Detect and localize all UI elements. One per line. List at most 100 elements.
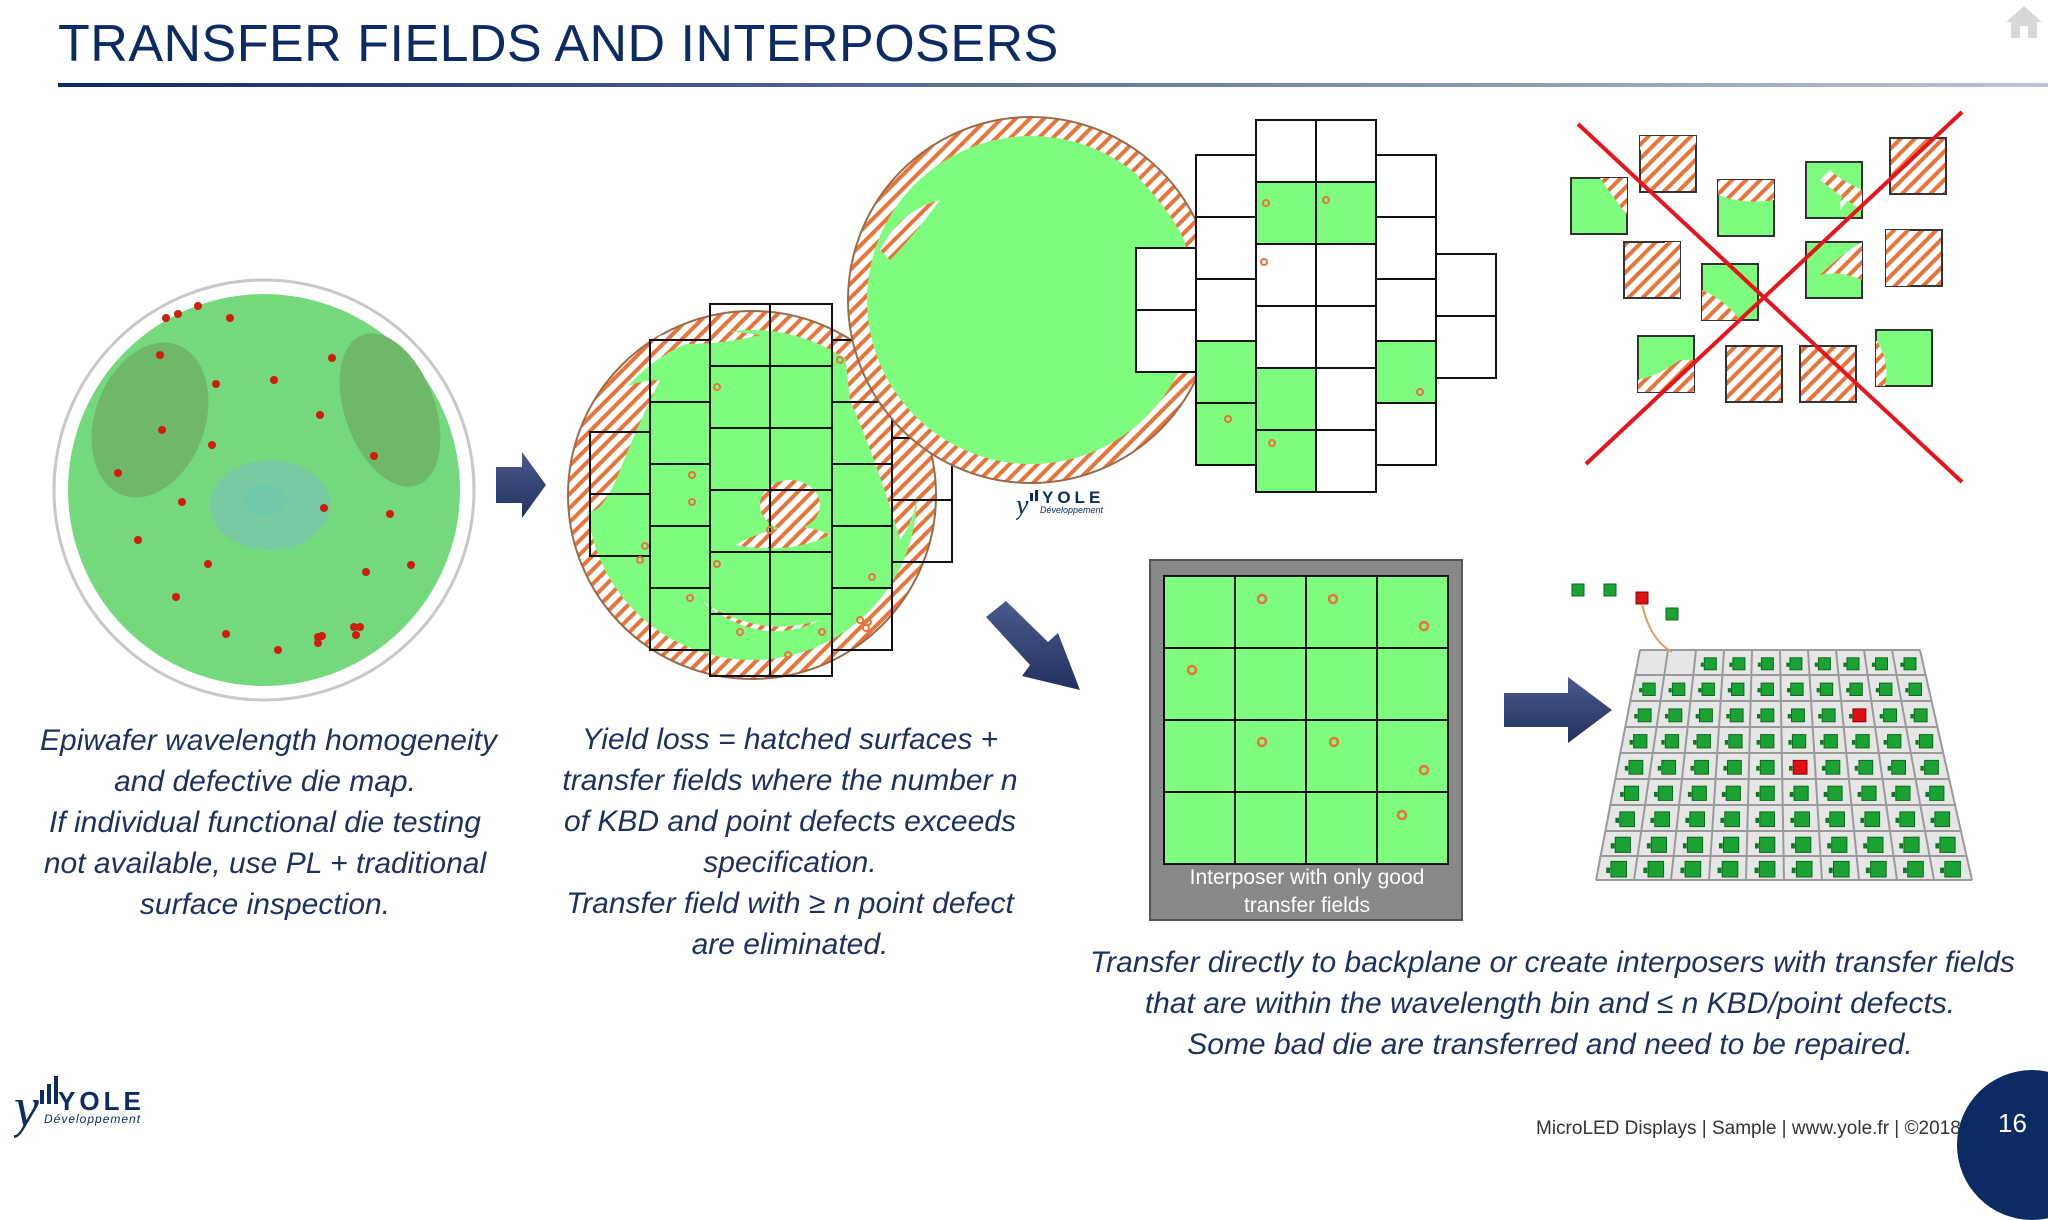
backplane-die-pad xyxy=(1900,662,1904,667)
backplane-die-pad xyxy=(1606,867,1611,874)
backplane-die xyxy=(1891,759,1906,775)
backplane-die-pad xyxy=(1620,791,1624,797)
backplane-die xyxy=(1870,860,1887,878)
backplane-die xyxy=(1846,657,1860,671)
yole-logo-icon: y xyxy=(14,1076,58,1139)
backplane-die-pad xyxy=(1899,843,1904,849)
backplane-die-pad xyxy=(1726,714,1730,719)
backplane-die xyxy=(1628,759,1644,775)
backplane-die-pad xyxy=(1682,843,1687,849)
backplane-die xyxy=(1855,734,1870,749)
backplane-die-pad xyxy=(1816,688,1820,693)
caption-line: are eliminated. xyxy=(691,928,889,961)
reject-cross-line xyxy=(1584,110,1964,466)
backplane-die-pad xyxy=(1787,688,1791,693)
backplane-die-pad xyxy=(1757,688,1761,693)
caption-transfer: Transfer directly to backplane or create… xyxy=(1090,942,2015,1065)
backplane-die xyxy=(1929,785,1945,801)
backplane-die-pad xyxy=(1757,662,1761,667)
backplane-die-pad xyxy=(1685,817,1690,823)
backplane-die xyxy=(1691,785,1707,801)
backplane-die xyxy=(1732,657,1746,671)
backplane-die xyxy=(1821,708,1836,723)
backplane-die-pad xyxy=(1851,740,1856,745)
backplane-die xyxy=(1875,657,1888,671)
backplane-die xyxy=(1903,836,1920,853)
backplane-die-pad xyxy=(1857,791,1862,797)
caption-line: If individual functional die testing xyxy=(49,806,481,839)
backplane-die-pad xyxy=(1920,765,1924,771)
backplane-die xyxy=(1699,708,1713,723)
backplane-die xyxy=(1861,785,1877,801)
backplane-die-pad xyxy=(1891,791,1896,797)
backplane-die-pad xyxy=(1865,867,1870,874)
backplane-die xyxy=(1703,657,1717,671)
caption-line: and defective die map. xyxy=(114,765,416,798)
backplane-die-pad xyxy=(1756,740,1760,745)
caption-epiwafer: Epiwafer wavelength homogeneity and defe… xyxy=(40,720,497,925)
backplane-die xyxy=(1849,682,1863,696)
yole-logo-icon: y xyxy=(1016,490,1038,521)
backplane-die-pad xyxy=(1903,867,1907,874)
backplane-die-pad xyxy=(1756,765,1760,771)
backplane-die-pad xyxy=(1695,714,1699,719)
interposer xyxy=(1149,559,1463,921)
backplane-die xyxy=(1657,785,1674,801)
interposer-label: Interposer with only good transfer field… xyxy=(1152,864,1462,920)
backplane-die xyxy=(1819,682,1834,696)
backplane-die-pad xyxy=(1787,714,1791,719)
backplane-die xyxy=(1795,836,1812,853)
home-icon[interactable] xyxy=(2004,4,2044,40)
wafer-good-fields xyxy=(847,116,1497,493)
backplane-die xyxy=(1671,682,1686,696)
backplane-die-pad xyxy=(1693,740,1697,745)
backplane-die-pad xyxy=(1935,843,1940,849)
backplane-die xyxy=(1899,811,1916,828)
backplane-die-pad xyxy=(1680,867,1685,874)
backplane-die-pad xyxy=(1790,817,1795,823)
backplane-die xyxy=(1696,734,1711,749)
backplane-dies xyxy=(1606,657,1961,878)
backplane-die-pad xyxy=(1729,662,1733,667)
backplane-die-pad xyxy=(1755,843,1759,849)
backplane-die xyxy=(1642,682,1656,696)
caption-line: Transfer directly to backplane or create… xyxy=(1090,946,2015,979)
backplane-die xyxy=(1864,811,1881,828)
caption-line: Yield loss = hatched surfaces + xyxy=(581,723,999,756)
title-rule xyxy=(58,83,2048,87)
backplane-die-pad xyxy=(1720,817,1725,823)
backplane-die-pad xyxy=(1646,843,1651,849)
backplane-die-pad xyxy=(1634,714,1638,719)
backplane-die-pad xyxy=(1905,688,1909,693)
rejected-dies xyxy=(1570,110,1964,484)
backplane-die-pad xyxy=(1657,765,1662,771)
backplane-die-pad xyxy=(1624,765,1629,771)
backplane-die xyxy=(1794,811,1811,828)
backplane-die xyxy=(1887,734,1902,749)
backplane-die xyxy=(1689,811,1706,828)
backplane-die-pad xyxy=(1820,740,1824,745)
backplane xyxy=(1571,583,1973,881)
arrow-right-icon xyxy=(496,452,546,518)
caption-line: not available, use PL + traditional xyxy=(43,847,487,880)
backplane-die xyxy=(1793,785,1809,801)
page-number: 16 xyxy=(1998,1108,2027,1138)
backplane-die-pad xyxy=(1940,867,1944,874)
picked-die xyxy=(1603,583,1617,597)
backplane-die-pad xyxy=(1721,791,1726,797)
caption-line: surface inspection. xyxy=(139,888,391,921)
yole-logo-name: YOLE xyxy=(58,1086,145,1116)
caption-line: Epiwafer wavelength homogeneity xyxy=(40,724,497,757)
picked-die-bad xyxy=(1635,591,1649,605)
caption-line: of KBD and point defects exceeds xyxy=(564,805,1016,838)
backplane-die xyxy=(1728,734,1743,749)
caption-line: Some bad die are transferred and need to… xyxy=(1187,1028,1913,1061)
backplane-die-pad xyxy=(1915,740,1919,745)
backplane-die xyxy=(1684,860,1702,878)
backplane-die-pad xyxy=(1875,688,1879,693)
backplane-die xyxy=(1883,708,1897,723)
backplane-die-pad xyxy=(1724,740,1729,745)
backplane-die xyxy=(1829,811,1846,828)
backplane-die xyxy=(1647,860,1665,878)
backplane-die xyxy=(1825,759,1841,775)
